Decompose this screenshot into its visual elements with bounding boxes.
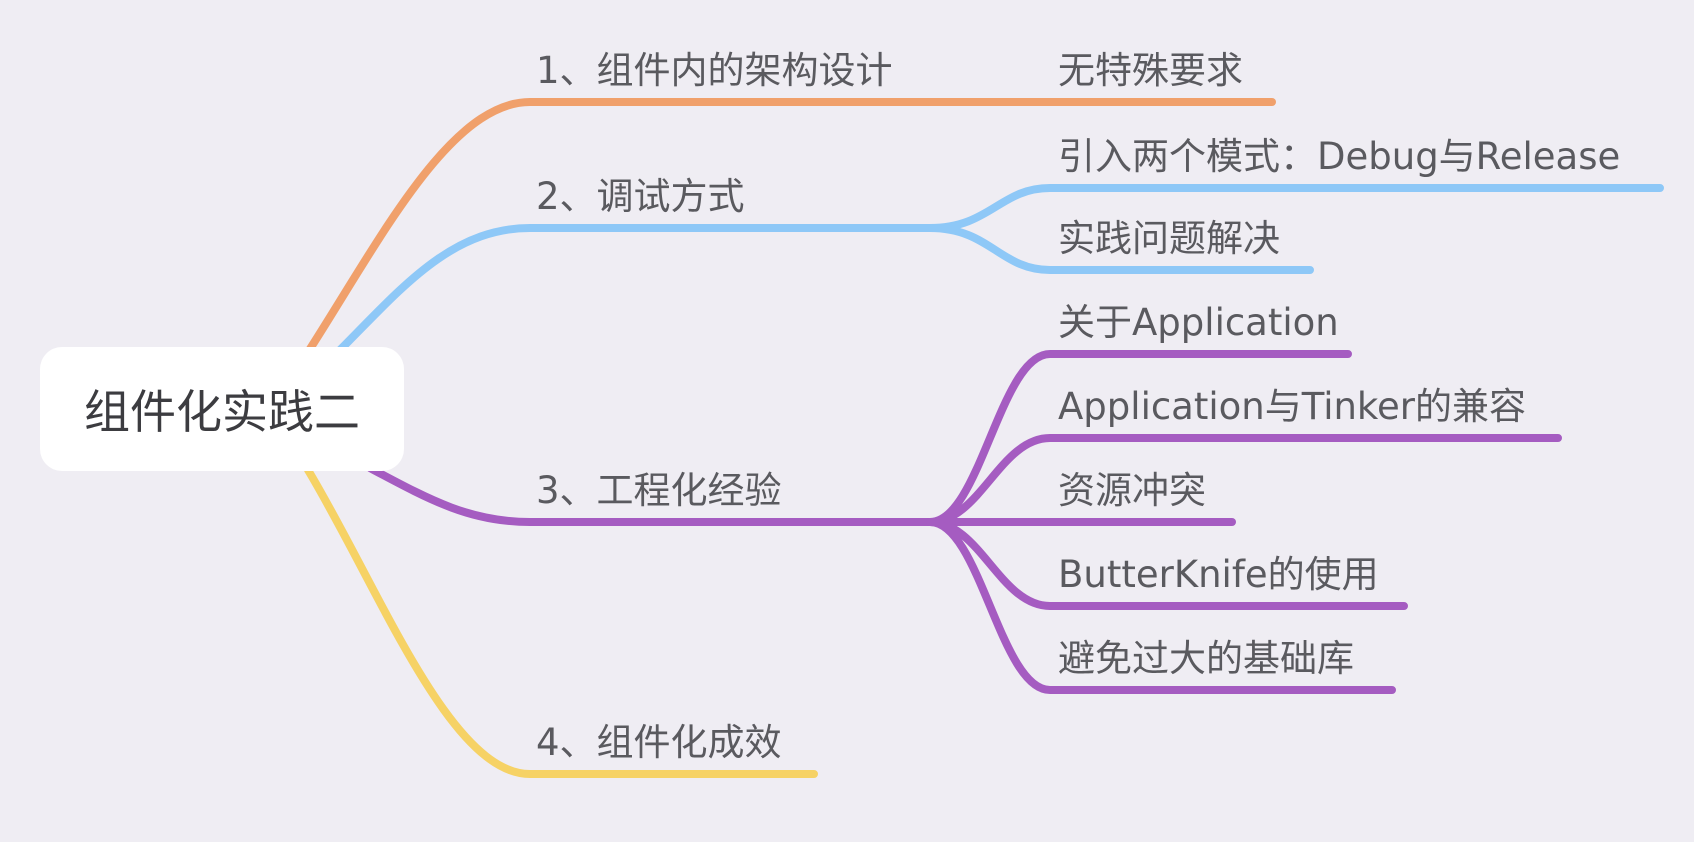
connector-branch-3-child-5 (926, 518, 1396, 694)
connector-root-branch-4 (304, 466, 818, 778)
branch-3-child-2-label[interactable]: Application与Tinker的兼容 (1058, 385, 1527, 428)
connector-root-branch-1 (304, 98, 934, 356)
connector-branch-3-child-2 (926, 434, 1562, 526)
connector-branch-2-child-1 (926, 184, 1664, 232)
branch-3-child-1-label[interactable]: 关于Application (1058, 301, 1339, 344)
branch-4-label[interactable]: 4、组件化成效 (536, 721, 782, 764)
branch-2-child-1-label[interactable]: 引入两个模式：Debug与Release (1058, 135, 1621, 178)
branch-1-label[interactable]: 1、组件内的架构设计 (536, 49, 893, 92)
connector-branch-3-child-1 (926, 350, 1352, 526)
root-node[interactable]: 组件化实践二 (40, 347, 404, 471)
branch-3-child-4-label[interactable]: ButterKnife的使用 (1058, 553, 1379, 596)
branch-3-label[interactable]: 3、工程化经验 (536, 469, 782, 512)
branch-2-label[interactable]: 2、调试方式 (536, 175, 745, 218)
branch-3-child-3-label[interactable]: 资源冲突 (1058, 469, 1206, 512)
branch-1-child-1-label[interactable]: 无特殊要求 (1058, 49, 1243, 92)
connector-root-branch-3 (366, 464, 934, 526)
root-node-label: 组件化实践二 (84, 385, 360, 439)
connector-branch-2-child-2 (926, 224, 1314, 274)
branch-3-child-5-label[interactable]: 避免过大的基础库 (1058, 637, 1354, 680)
branch-2-child-2-label[interactable]: 实践问题解决 (1058, 217, 1280, 260)
connector-root-branch-2 (334, 224, 934, 356)
